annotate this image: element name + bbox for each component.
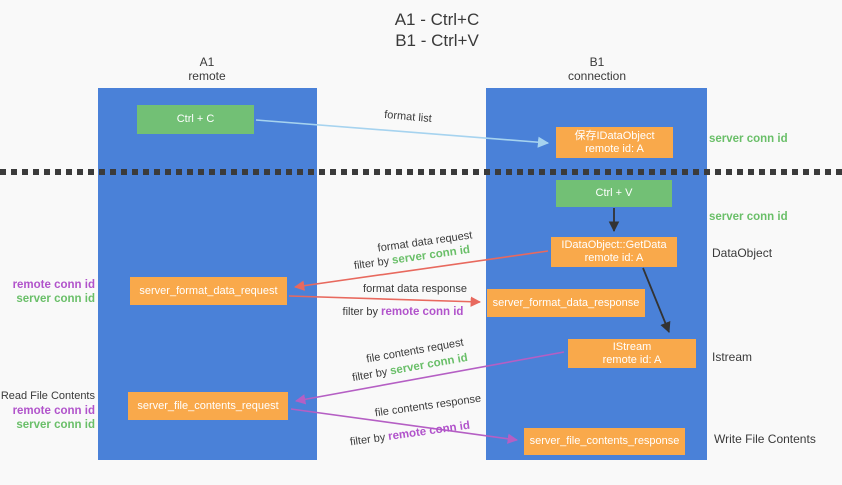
server-file-contents-request-node: server_file_contents_request — [128, 392, 288, 420]
save-idataobject-line2: remote id: A — [585, 142, 644, 155]
column-b-name: B1 — [589, 55, 605, 69]
ctrl-v-label: Ctrl + V — [595, 187, 633, 199]
column-b-role: connection — [567, 69, 627, 83]
format-request-label: server_format_data_request — [139, 284, 278, 297]
dotted-divider — [0, 169, 842, 175]
server-format-data-request-node: server_format_data_request — [130, 277, 287, 305]
read-file-contents-label: Read File Contents — [0, 390, 95, 402]
ctrl-v-node: Ctrl + V — [556, 180, 672, 207]
file-contents-response-label: file contents response — [374, 392, 482, 420]
filter-by-text: filter by — [349, 431, 387, 449]
server-conn-id-label-left-bottom: server conn id — [16, 419, 95, 431]
filter-by-text: filter by — [342, 306, 379, 318]
save-idataobject-line1: 保存IDataObject — [574, 129, 655, 142]
istream-side-label: Istream — [712, 350, 753, 364]
left-conn-id-cluster-top: remote conn id server conn id — [0, 278, 95, 306]
getdata-line2: remote id: A — [584, 252, 644, 264]
format-data-response-label: format data response — [363, 283, 467, 295]
filter-by-text: filter by — [353, 255, 390, 273]
save-idataobject-node: 保存IDataObject remote id: A — [556, 127, 673, 158]
server-format-data-response-node: server_format_data_response — [487, 289, 645, 317]
istream-line2: remote id: A — [602, 353, 662, 366]
diagram-title: A1 - Ctrl+C B1 - Ctrl+V — [327, 9, 547, 51]
format-response-label: server_format_data_response — [492, 296, 640, 309]
remote-conn-id-label-bottom: remote conn id — [12, 405, 95, 417]
filter-by-remote-conn-id-label-2: filter byremote conn id — [349, 420, 470, 449]
dataobject-label: DataObject — [712, 246, 773, 260]
server-conn-id-label-mid: server conn id — [709, 211, 788, 223]
ctrl-c-label: Ctrl + C — [176, 113, 215, 125]
idataobject-getdata-node: IDataObject::GetData remote id: A — [551, 237, 677, 267]
title-line-b1: B1 - Ctrl+V — [395, 31, 479, 50]
filter-by-text: filter by — [351, 366, 389, 385]
format-list-label: format list — [383, 108, 433, 126]
format-data-response-arrow — [288, 295, 482, 307]
write-file-contents-label: Write File Contents — [714, 432, 816, 446]
column-b-header: B1 connection — [527, 55, 667, 83]
remote-conn-id-text: remote conn id — [387, 419, 471, 444]
column-a-header: A1 remote — [137, 55, 277, 83]
istream-node: IStream remote id: A — [568, 339, 696, 368]
column-a-name: A1 — [199, 55, 215, 69]
server-conn-id-label-top: server conn id — [709, 133, 788, 145]
istream-line1: IStream — [612, 340, 652, 353]
title-line-a1: A1 - Ctrl+C — [394, 10, 480, 29]
ctrl-c-node: Ctrl + C — [137, 105, 254, 134]
remote-conn-id-label-top: remote conn id — [12, 279, 95, 291]
column-a-role: remote — [188, 69, 226, 83]
remote-conn-id-text: remote conn id — [381, 306, 464, 318]
file-request-label: server_file_contents_request — [137, 399, 279, 412]
file-response-label: server_file_contents_response — [529, 435, 680, 447]
left-conn-id-cluster-bottom: Read File Contents remote conn id server… — [0, 388, 95, 432]
server-file-contents-response-node: server_file_contents_response — [524, 428, 685, 455]
server-conn-id-label-left-top: server conn id — [16, 293, 95, 305]
getdata-line1: IDataObject::GetData — [561, 239, 667, 251]
